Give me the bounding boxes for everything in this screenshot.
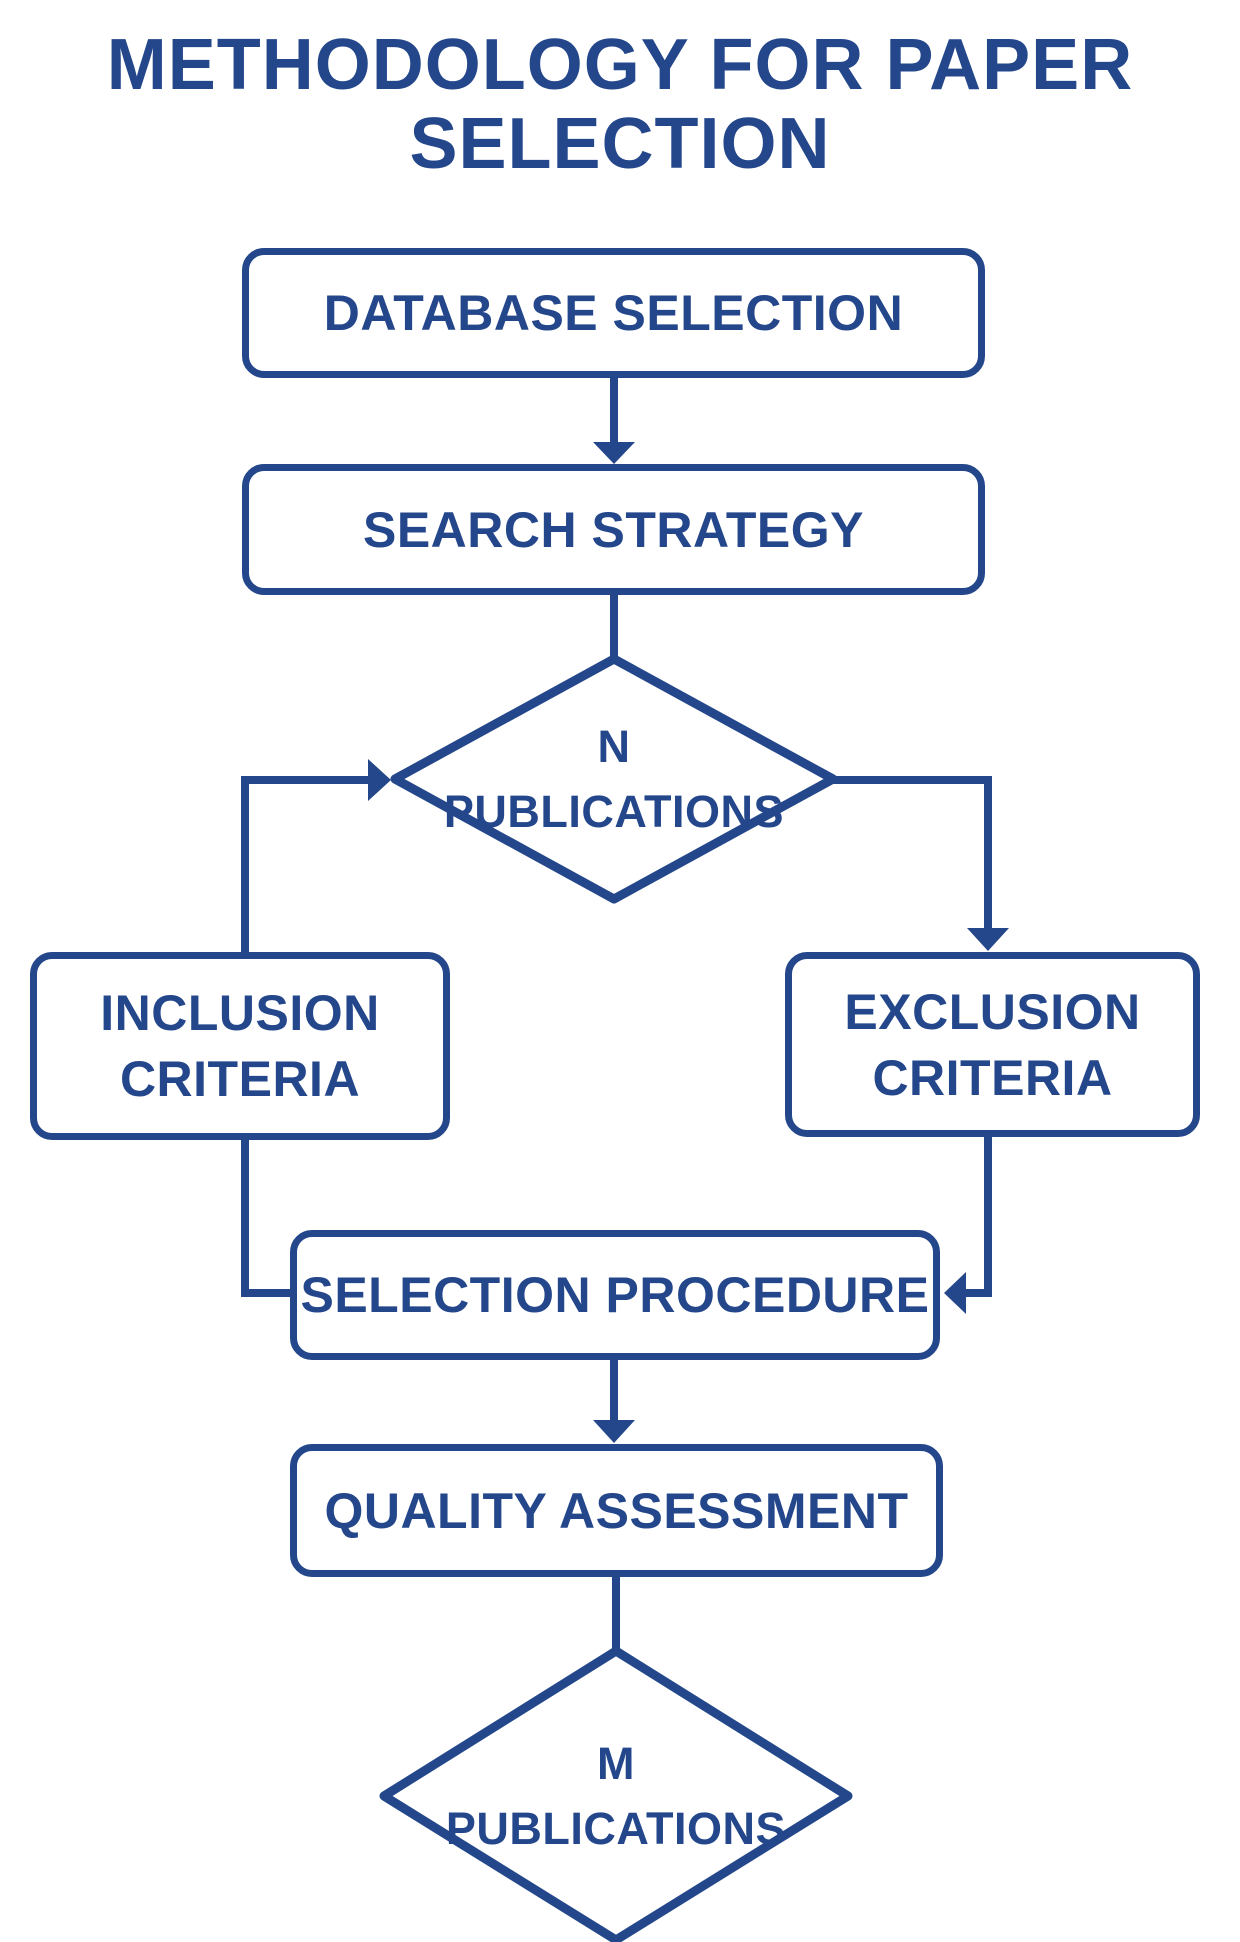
node-exclusion-criteria: EXCLUSION CRITERIA	[785, 952, 1200, 1137]
exclusion-criteria-line2: CRITERIA	[872, 1049, 1113, 1106]
node-m-publications-diamond	[379, 1646, 853, 1942]
arrowhead-left-into-selection-procedure	[944, 1272, 966, 1314]
connector-exclusion-to-selection	[964, 1135, 992, 1297]
node-database-selection: DATABASE SELECTION	[242, 248, 985, 378]
n-publications-count-line: N	[597, 720, 631, 772]
node-m-publications-label: M PUBLICATIONS	[396, 1726, 836, 1866]
node-database-selection-label: DATABASE SELECTION	[323, 285, 904, 341]
exclusion-criteria-line1: EXCLUSION	[844, 983, 1141, 1040]
arrowhead-down-into-search-strategy	[593, 442, 635, 464]
node-n-publications-diamond	[390, 654, 838, 904]
inclusion-criteria-line2: CRITERIA	[119, 1051, 361, 1107]
n-publications-text-line: PUBLICATIONS	[443, 786, 785, 837]
connector-inclusion-to-n-publications	[241, 776, 368, 954]
diagram-title: METHODOLOGY FOR PAPER SELECTION	[106, 25, 1134, 185]
connector-n-publications-to-exclusion	[832, 776, 992, 930]
arrowhead-down-into-quality-assessment	[593, 1420, 635, 1443]
node-selection-procedure: SELECTION PROCEDURE	[290, 1230, 940, 1360]
node-selection-procedure-label: SELECTION PROCEDURE	[300, 1267, 930, 1323]
node-search-strategy: SEARCH STRATEGY	[242, 464, 985, 595]
node-quality-assessment: QUALITY ASSESSMENT	[290, 1444, 943, 1577]
node-search-strategy-label: SEARCH STRATEGY	[362, 501, 865, 558]
node-n-publications-label: N PUBLICATIONS	[394, 709, 834, 849]
connector-inclusion-to-selection	[241, 1138, 294, 1297]
arrowhead-right-into-n-publications	[368, 759, 391, 801]
m-publications-text-line: PUBLICATIONS	[445, 1803, 787, 1854]
inclusion-criteria-line1: INCLUSION	[100, 985, 380, 1041]
node-inclusion-criteria: INCLUSION CRITERIA	[30, 952, 450, 1140]
node-quality-assessment-label: QUALITY ASSESSMENT	[324, 1482, 909, 1539]
m-publications-count-line: M	[597, 1737, 635, 1789]
arrowhead-down-into-exclusion-criteria	[967, 928, 1009, 951]
